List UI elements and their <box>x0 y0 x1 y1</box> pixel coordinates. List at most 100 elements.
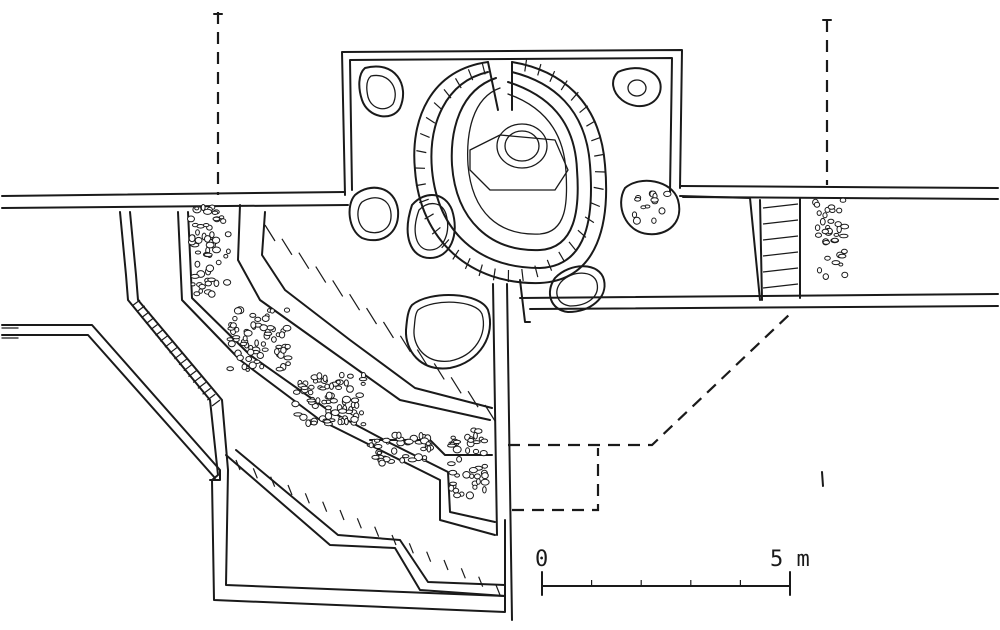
stone <box>822 240 830 245</box>
left-trench-outer <box>119 211 506 613</box>
stone <box>253 359 261 364</box>
stone <box>194 260 201 268</box>
pit-hatch-tick <box>560 80 568 91</box>
stone <box>468 467 478 474</box>
stone <box>211 210 219 216</box>
pit-hatch-tick <box>590 202 601 208</box>
stone <box>447 461 456 467</box>
left-hatch-tick <box>155 328 164 336</box>
stone <box>226 337 234 342</box>
stone <box>205 264 215 273</box>
pit-hatch-tick <box>418 198 429 204</box>
post-hole-7-inner <box>413 301 484 362</box>
stone <box>453 492 462 499</box>
stone <box>482 486 487 494</box>
stone <box>827 204 836 210</box>
stone <box>306 398 316 403</box>
left-hatch-tick <box>287 484 293 496</box>
stone <box>465 491 474 500</box>
stone <box>205 241 215 249</box>
left-hatch-tick <box>281 238 293 256</box>
stone <box>350 415 359 423</box>
stone <box>280 346 287 354</box>
stone <box>190 282 196 287</box>
stone <box>814 224 821 231</box>
left-hatch-tick <box>206 393 216 401</box>
post-hole-6-inner <box>556 272 599 307</box>
stone <box>469 473 475 479</box>
stone <box>344 417 349 426</box>
pit-hatch-tick <box>577 229 587 238</box>
pit-entrance-left <box>487 61 499 111</box>
stone <box>207 277 216 283</box>
stone <box>399 457 406 464</box>
stone <box>200 204 206 211</box>
stone <box>203 252 213 258</box>
right-trench <box>679 195 801 301</box>
left-hatch-tick <box>315 266 327 283</box>
stone <box>813 201 821 208</box>
stone <box>632 216 641 225</box>
right-hatch-tick <box>762 203 799 209</box>
pit-hatch-tick <box>464 258 471 270</box>
trench-wall-left-bottom <box>1 204 349 209</box>
pit-hatch-tick <box>415 183 426 187</box>
left-hatch-tick <box>188 370 197 378</box>
left-trench-stepped-wall-2 <box>1 334 216 479</box>
stone <box>396 431 402 439</box>
stone <box>839 233 849 239</box>
stone <box>335 385 343 391</box>
stone <box>358 377 368 382</box>
left-hatch-tick <box>495 584 501 596</box>
stone <box>404 438 414 445</box>
stone <box>187 215 195 223</box>
stone <box>249 312 257 318</box>
left-hatch-tick <box>332 280 344 297</box>
left-trench-stepped-wall <box>1 324 221 481</box>
pit-hatch-tick <box>537 63 542 76</box>
stone <box>274 348 280 356</box>
stray-mark <box>821 471 824 487</box>
left-hatch-tick <box>150 323 160 331</box>
pit-hatch-tick <box>524 59 528 72</box>
left-hatch-tick <box>192 375 202 383</box>
stone <box>822 212 828 219</box>
stone <box>256 352 264 359</box>
left-hatch-tick <box>408 543 414 554</box>
left-hatch-tick <box>322 501 328 512</box>
stone <box>190 273 200 279</box>
right-trench-step-a <box>759 199 763 301</box>
stone <box>325 391 333 400</box>
stone <box>305 419 312 428</box>
stone <box>355 392 365 399</box>
stone <box>824 255 831 261</box>
pit-hatch-tick <box>425 116 436 124</box>
stone <box>473 473 481 480</box>
stone <box>227 340 236 348</box>
stone <box>368 442 374 449</box>
stone <box>329 398 338 404</box>
stone <box>821 228 829 235</box>
left-hatch-tick <box>399 335 411 353</box>
pit-hatch-tick <box>454 77 462 89</box>
stone <box>376 450 382 455</box>
stone <box>269 308 275 314</box>
projected-outline-dashed <box>508 311 793 447</box>
left-hatch-tick <box>460 568 466 579</box>
stone <box>658 207 666 215</box>
stone <box>836 207 843 214</box>
stone <box>212 246 221 254</box>
passage-wall-right <box>506 283 513 621</box>
left-hatch-tick <box>416 349 428 366</box>
stone <box>480 478 490 486</box>
chamber-outline-outer <box>341 49 683 196</box>
stone <box>194 250 202 255</box>
stone <box>284 343 291 350</box>
stone <box>241 363 248 371</box>
trench-wall-lower-right-b <box>529 305 999 310</box>
pit-hatch-tick <box>534 265 539 278</box>
stone <box>819 217 826 226</box>
stone <box>402 454 410 459</box>
stone <box>324 405 332 411</box>
stone <box>223 279 232 286</box>
